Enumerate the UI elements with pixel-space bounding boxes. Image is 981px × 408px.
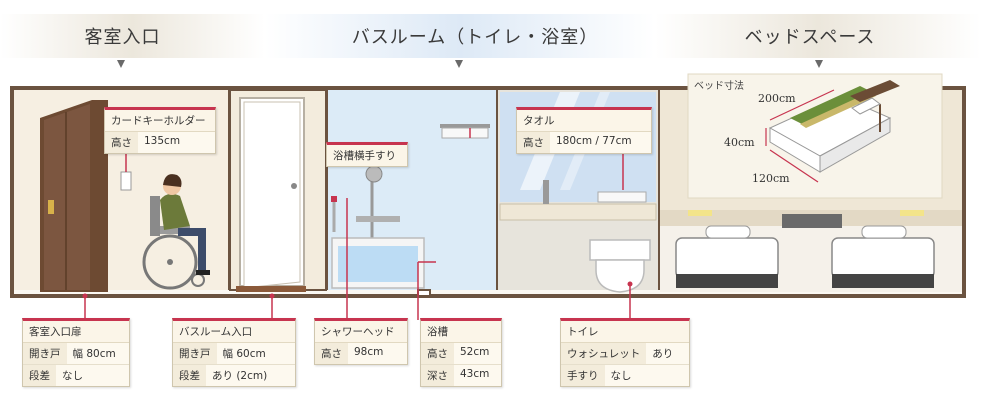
label-title: バスルーム入口 bbox=[173, 321, 295, 343]
label-row: 開き戸 幅 80cm bbox=[23, 343, 129, 365]
label-toilet: トイレ ウォシュレット あり 手すり なし bbox=[560, 318, 690, 387]
section-banner-entrance bbox=[0, 14, 265, 58]
label-bathtub: 浴槽 高さ 52cm 深さ 43cm bbox=[420, 318, 502, 387]
bed-right bbox=[831, 237, 935, 279]
label-row: 高さ 180cm / 77cm bbox=[517, 132, 651, 153]
label-title: 浴槽横手すり bbox=[327, 145, 407, 166]
section-banner-bed bbox=[655, 14, 981, 58]
label-row: 開き戸 幅 60cm bbox=[173, 343, 295, 365]
label-row: 高さ 135cm bbox=[105, 132, 215, 153]
label-row: ウォシュレット あり bbox=[561, 343, 689, 365]
label-row: 段差 なし bbox=[23, 365, 129, 386]
label-title: カードキーホルダー bbox=[105, 110, 215, 132]
label-title: タオル bbox=[517, 110, 651, 132]
label-shower-head: シャワーヘッド 高さ 98cm bbox=[314, 318, 408, 365]
label-handrail: 浴槽横手すり bbox=[326, 142, 408, 167]
towel-upper bbox=[441, 127, 489, 139]
bed-left bbox=[675, 237, 779, 279]
shower-head bbox=[365, 165, 383, 183]
pointer-arrow-bathroom bbox=[455, 60, 463, 68]
section-title-entrance: 客室入口 bbox=[84, 27, 161, 48]
label-bathroom-entrance: バスルーム入口 開き戸 幅 60cm 段差 あり (2cm) bbox=[172, 318, 296, 387]
door-handle bbox=[48, 200, 54, 214]
vanity-counter bbox=[499, 203, 657, 221]
label-title: トイレ bbox=[561, 321, 689, 343]
towel-lower bbox=[597, 191, 647, 203]
section-title-bed: ベッドスペース bbox=[744, 27, 876, 48]
label-row: 手すり なし bbox=[561, 365, 689, 386]
section-title-bathroom: バスルーム（トイレ・浴室） bbox=[351, 27, 599, 48]
bed-dims-title: ベッド寸法 bbox=[694, 81, 744, 92]
label-row: 段差 あり (2cm) bbox=[173, 365, 295, 386]
room-door-panel bbox=[44, 104, 90, 290]
bathroom-threshold bbox=[236, 286, 306, 292]
section-banner-bathroom bbox=[265, 14, 655, 58]
bed-dims-length: 200cm bbox=[758, 92, 796, 105]
bathroom-door bbox=[243, 101, 301, 289]
label-towel: タオル 高さ 180cm / 77cm bbox=[516, 107, 652, 154]
label-title: シャワーヘッド bbox=[315, 321, 407, 343]
label-row: 高さ 98cm bbox=[315, 343, 407, 364]
wheelchair-user bbox=[142, 174, 210, 290]
toilet-tank bbox=[589, 239, 651, 261]
label-row: 深さ 43cm bbox=[421, 365, 501, 386]
bed-dims-height: 40cm bbox=[724, 136, 755, 149]
label-title: 浴槽 bbox=[421, 321, 501, 343]
label-row: 高さ 52cm bbox=[421, 343, 501, 365]
label-room-door: 客室入口扉 開き戸 幅 80cm 段差 なし bbox=[22, 318, 130, 387]
bed-dims-width: 120cm bbox=[752, 172, 790, 185]
pointer-arrow-bed bbox=[815, 60, 823, 68]
towel-rack bbox=[440, 124, 490, 128]
faucet bbox=[543, 180, 549, 204]
label-title: 客室入口扉 bbox=[23, 321, 129, 343]
card-key-holder bbox=[120, 171, 132, 191]
pointer-arrow-entrance bbox=[117, 60, 125, 68]
label-card-key-holder: カードキーホルダー 高さ 135cm bbox=[104, 107, 216, 154]
toilet-bowl bbox=[595, 259, 645, 293]
